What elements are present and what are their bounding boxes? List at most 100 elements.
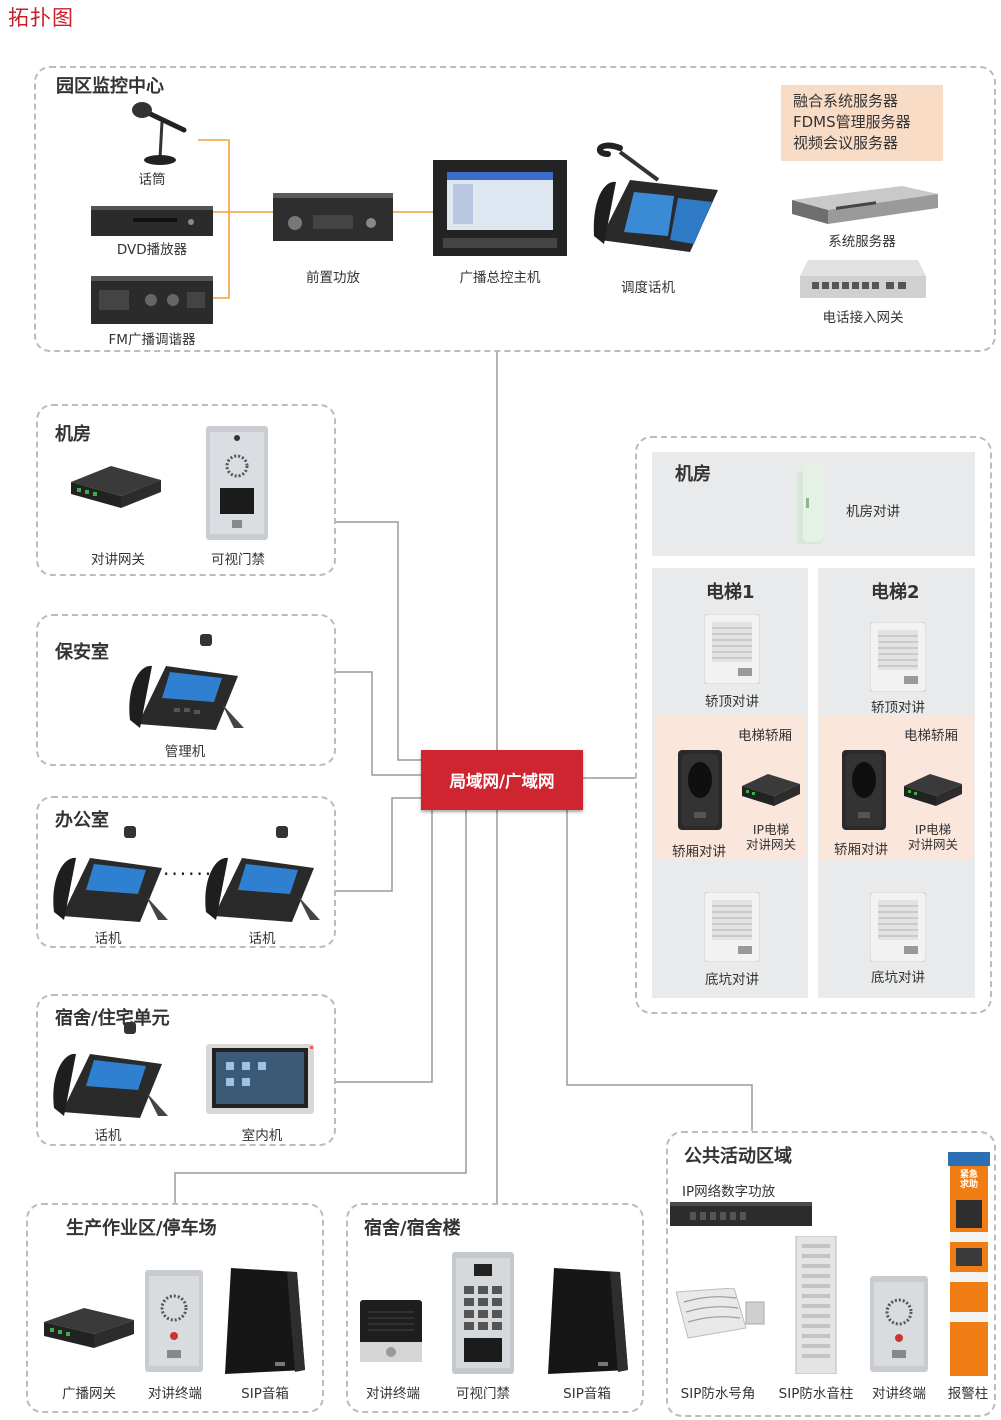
sip-speaker-2-icon	[548, 1268, 628, 1374]
label-tel-gateway: 电话接入网关	[822, 310, 904, 326]
office-phone-2-icon	[205, 826, 320, 922]
zone-title-dorm-unit: 宿舍/住宅单元	[55, 1008, 170, 1029]
zone-office	[36, 796, 336, 948]
car-top-intercom-1-icon	[704, 614, 760, 684]
label-intercom-terminal-1: 对讲终端	[148, 1386, 202, 1402]
label-car-title-1: 电梯轿厢	[738, 728, 792, 744]
alarm-pillar-char-2: 急	[969, 1170, 979, 1180]
dorm-phone-icon	[53, 1022, 168, 1118]
intercom-terminal-2-icon	[360, 1300, 422, 1362]
alarm-pillar-char-3: 求	[959, 1180, 969, 1190]
elevator-1-title: 电梯1	[706, 582, 755, 603]
label-host: 广播总控主机	[459, 270, 541, 286]
server-box-line-1: 融合系统服务器	[793, 92, 899, 110]
zone-title-security-room: 保安室	[55, 642, 109, 663]
label-car-intercom-2: 轿厢对讲	[834, 842, 888, 858]
zone-public	[666, 1131, 996, 1417]
zone-title-machine-room: 机房	[55, 424, 91, 445]
zone-dorm-building	[346, 1203, 644, 1413]
intercom-terminal-3-icon	[870, 1276, 928, 1372]
zone-dorm-unit	[36, 994, 336, 1146]
label-pit-1: 底坑对讲	[705, 972, 759, 988]
net-link-dorm-unit	[336, 810, 433, 1083]
net-link-office	[336, 797, 421, 892]
label-indoor-monitor: 室内机	[241, 1128, 283, 1144]
dispatch-phone-icon	[593, 142, 718, 252]
label-car-top-1: 轿顶对讲	[705, 694, 759, 710]
label-alarm-pillar: 报警柱	[947, 1386, 989, 1402]
zone-title-elevator-room: 机房	[675, 464, 711, 485]
elevator-2-title: 电梯2	[871, 582, 920, 603]
label-sip-speaker-1: SIP音箱	[241, 1386, 289, 1402]
elevator-gateway-2-icon	[904, 774, 962, 806]
zone-title-public: 公共活动区域	[684, 1146, 792, 1167]
keypad-door-station-icon	[452, 1252, 514, 1374]
label-car-intercom-1: 轿厢对讲	[672, 844, 726, 860]
net-link-security	[336, 671, 421, 776]
zone-monitor-center	[34, 66, 996, 352]
label-elevator-gw-2-line-2: 对讲网关	[907, 837, 958, 852]
car-top-intercom-2-icon	[870, 622, 926, 692]
sip-speaker-1-icon	[225, 1268, 305, 1374]
zone-production	[26, 1203, 324, 1413]
label-elevator-gw-1: IP电梯 对讲网关	[738, 822, 804, 852]
waterproof-column-icon	[795, 1236, 837, 1374]
label-fm: FM广播调谐器	[108, 332, 196, 348]
page-title: 拓扑图	[8, 6, 74, 30]
label-elevator-gw-1-line-1: IP电梯	[752, 822, 790, 837]
label-waterproof-column: SIP防水音柱	[778, 1386, 854, 1402]
manager-phone-icon	[129, 634, 244, 730]
label-mic: 话筒	[138, 172, 166, 188]
net-link-production	[174, 810, 467, 1203]
label-video-door: 可视门禁	[211, 552, 265, 568]
zone-title-office: 办公室	[55, 810, 109, 831]
network-hub: 局域网/广域网	[421, 750, 583, 810]
zone-security-room	[36, 614, 336, 766]
label-dvd: DVD播放器	[116, 242, 188, 258]
label-sys-server: 系统服务器	[828, 234, 896, 250]
car-intercom-1-icon	[678, 750, 722, 830]
label-broadcast-gateway: 广播网关	[62, 1386, 116, 1402]
pit-intercom-1-icon	[704, 892, 760, 962]
pit-intercom-2-icon	[870, 892, 926, 962]
label-elevator-gw-2: IP电梯 对讲网关	[900, 822, 966, 852]
machine-room-intercom-icon	[797, 464, 823, 544]
label-elevator-gw-2-line-1: IP电梯	[914, 822, 952, 837]
zone-title-dorm-building: 宿舍/宿舍楼	[364, 1218, 461, 1239]
label-car-title-2: 电梯轿厢	[904, 728, 958, 744]
intercom-terminal-1-icon	[145, 1270, 203, 1372]
zone-title-production: 生产作业区/停车场	[66, 1218, 217, 1239]
alarm-pillar-icon	[948, 1152, 990, 1376]
video-door-station-icon	[206, 426, 268, 540]
zone-title-monitor-center: 园区监控中心	[56, 76, 164, 97]
label-waterproof-horn: SIP防水号角	[680, 1386, 756, 1402]
server-box: 融合系统服务器 FDMS管理服务器 视频会议服务器	[781, 85, 943, 161]
alarm-pillar-char-1: 紧	[959, 1170, 969, 1180]
zone-machine-room	[36, 404, 336, 576]
dvd-player-icon	[91, 206, 213, 236]
label-elevator-gw-1-line-2: 对讲网关	[745, 837, 796, 852]
label-car-top-2: 轿顶对讲	[871, 700, 925, 716]
broadcast-gateway-icon	[44, 1308, 134, 1348]
tel-gateway-icon	[800, 260, 926, 298]
label-dispatch: 调度话机	[621, 280, 675, 296]
label-sip-speaker-2: SIP音箱	[563, 1386, 611, 1402]
server-box-line-3: 视频会议服务器	[793, 134, 899, 152]
system-server-icon	[792, 186, 938, 224]
broadcast-host-icon	[433, 160, 567, 256]
alarm-pillar-char-4: 助	[969, 1180, 979, 1190]
preamp-icon	[273, 193, 393, 241]
car-intercom-2-icon	[842, 750, 886, 830]
zone-elevator	[635, 436, 992, 1014]
office-ellipsis: ······	[163, 862, 214, 886]
elevator-gateway-1-icon	[742, 774, 800, 806]
label-pit-2: 底坑对讲	[871, 970, 925, 986]
label-office-phone-1: 话机	[94, 931, 122, 947]
net-link-machine-room	[336, 521, 421, 761]
label-dorm-phone: 话机	[94, 1128, 122, 1144]
intercom-gateway-icon	[71, 466, 161, 508]
office-phone-1-icon	[53, 826, 168, 922]
label-intercom-terminal-3: 对讲终端	[872, 1386, 926, 1402]
label-manager: 管理机	[164, 744, 206, 760]
